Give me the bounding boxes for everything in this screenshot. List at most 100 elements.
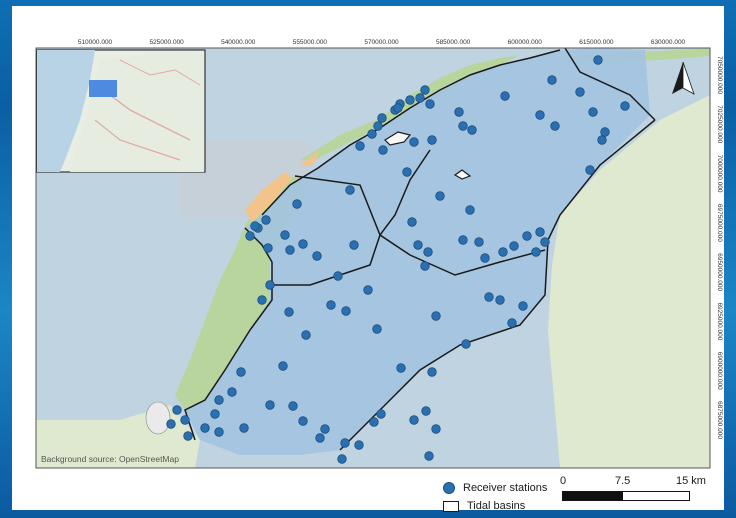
receiver-station-point[interactable] <box>415 93 425 103</box>
receiver-station-point[interactable] <box>484 292 494 302</box>
receiver-station-point[interactable] <box>407 217 417 227</box>
study-area <box>185 48 650 455</box>
receiver-station-point[interactable] <box>396 363 406 373</box>
receiver-station-point[interactable] <box>377 113 387 123</box>
receiver-station-point[interactable] <box>547 75 557 85</box>
receiver-station-point[interactable] <box>509 241 519 251</box>
receiver-station-point[interactable] <box>423 247 433 257</box>
overview-inset[interactable] <box>36 49 206 173</box>
receiver-station-point[interactable] <box>454 107 464 117</box>
receiver-station-point[interactable] <box>405 95 415 105</box>
receiver-station-point[interactable] <box>531 247 541 257</box>
receiver-station-point[interactable] <box>593 55 603 65</box>
receiver-station-point[interactable] <box>312 251 322 261</box>
receiver-station-point[interactable] <box>402 167 412 177</box>
receiver-station-point[interactable] <box>263 243 273 253</box>
receiver-station-point[interactable] <box>425 99 435 109</box>
receiver-station-point[interactable] <box>363 285 373 295</box>
receiver-station-point[interactable] <box>550 121 560 131</box>
receiver-station-point[interactable] <box>278 361 288 371</box>
receiver-station-point[interactable] <box>367 129 377 139</box>
receiver-station-point[interactable] <box>507 318 517 328</box>
receiver-station-point[interactable] <box>214 395 224 405</box>
receiver-station-point[interactable] <box>458 121 468 131</box>
receiver-station-point[interactable] <box>373 121 383 131</box>
receiver-station-point[interactable] <box>600 127 610 137</box>
receiver-station-point[interactable] <box>345 185 355 195</box>
receiver-station-point[interactable] <box>409 415 419 425</box>
receiver-station-point[interactable] <box>354 440 364 450</box>
receiver-station-point[interactable] <box>585 165 595 175</box>
receiver-station-point[interactable] <box>227 387 237 397</box>
receiver-station-point[interactable] <box>409 137 419 147</box>
receiver-station-point[interactable] <box>535 227 545 237</box>
receiver-station-point[interactable] <box>540 237 550 247</box>
receiver-station-point[interactable] <box>257 295 267 305</box>
receiver-station-point[interactable] <box>326 300 336 310</box>
receiver-station-point[interactable] <box>620 101 630 111</box>
receiver-station-point[interactable] <box>288 401 298 411</box>
receiver-station-point[interactable] <box>431 311 441 321</box>
receiver-station-point[interactable] <box>315 433 325 443</box>
receiver-station-point[interactable] <box>461 339 471 349</box>
receiver-station-point[interactable] <box>349 240 359 250</box>
receiver-station-point[interactable] <box>474 237 484 247</box>
receiver-station-point[interactable] <box>413 240 423 250</box>
receiver-station-point[interactable] <box>393 103 403 113</box>
receiver-station-point[interactable] <box>280 230 290 240</box>
receiver-station-point[interactable] <box>265 280 275 290</box>
receiver-station-point[interactable] <box>518 301 528 311</box>
receiver-station-point[interactable] <box>588 107 598 117</box>
receiver-station-point[interactable] <box>236 367 246 377</box>
receiver-station-point[interactable] <box>320 424 330 434</box>
receiver-station-point[interactable] <box>372 324 382 334</box>
scale-bar: 0 7.5 15 km <box>560 475 720 505</box>
receiver-station-point[interactable] <box>210 409 220 419</box>
receiver-station-point[interactable] <box>575 87 585 97</box>
receiver-station-point[interactable] <box>424 451 434 461</box>
receiver-station-point[interactable] <box>427 367 437 377</box>
receiver-station-point[interactable] <box>333 271 343 281</box>
receiver-station-point[interactable] <box>214 427 224 437</box>
receiver-station-point[interactable] <box>465 205 475 215</box>
receiver-station-point[interactable] <box>498 247 508 257</box>
receiver-station-point[interactable] <box>166 419 176 429</box>
receiver-station-point[interactable] <box>298 239 308 249</box>
receiver-station-point[interactable] <box>200 423 210 433</box>
receiver-station-point[interactable] <box>285 245 295 255</box>
receiver-station-point[interactable] <box>261 215 271 225</box>
receiver-station-point[interactable] <box>355 141 365 151</box>
receiver-station-point[interactable] <box>292 199 302 209</box>
receiver-station-point[interactable] <box>535 110 545 120</box>
receiver-station-point[interactable] <box>427 135 437 145</box>
receiver-station-point[interactable] <box>500 91 510 101</box>
receiver-station-point[interactable] <box>376 409 386 419</box>
receiver-station-point[interactable] <box>420 85 430 95</box>
receiver-station-point[interactable] <box>301 330 311 340</box>
receiver-station-point[interactable] <box>265 400 275 410</box>
receiver-station-point[interactable] <box>239 423 249 433</box>
receiver-station-point[interactable] <box>435 191 445 201</box>
receiver-station-point[interactable] <box>420 261 430 271</box>
receiver-station-point[interactable] <box>467 125 477 135</box>
receiver-station-point[interactable] <box>431 424 441 434</box>
receiver-station-point[interactable] <box>378 145 388 155</box>
receiver-station-point[interactable] <box>250 221 260 231</box>
receiver-station-point[interactable] <box>458 235 468 245</box>
receiver-station-point[interactable] <box>495 295 505 305</box>
receiver-station-point[interactable] <box>172 405 182 415</box>
receiver-station-point[interactable] <box>369 417 379 427</box>
receiver-station-point[interactable] <box>245 231 255 241</box>
receiver-station-point[interactable] <box>298 416 308 426</box>
receiver-station-point[interactable] <box>337 454 347 464</box>
receiver-station-point[interactable] <box>421 406 431 416</box>
receiver-station-point[interactable] <box>597 135 607 145</box>
receiver-station-point[interactable] <box>183 431 193 441</box>
receiver-station-point[interactable] <box>480 253 490 263</box>
receiver-station-point[interactable] <box>522 231 532 241</box>
receiver-station-point[interactable] <box>341 306 351 316</box>
receiver-station-point[interactable] <box>284 307 294 317</box>
receiver-station-point[interactable] <box>340 438 350 448</box>
receiver-station-point[interactable] <box>180 415 190 425</box>
